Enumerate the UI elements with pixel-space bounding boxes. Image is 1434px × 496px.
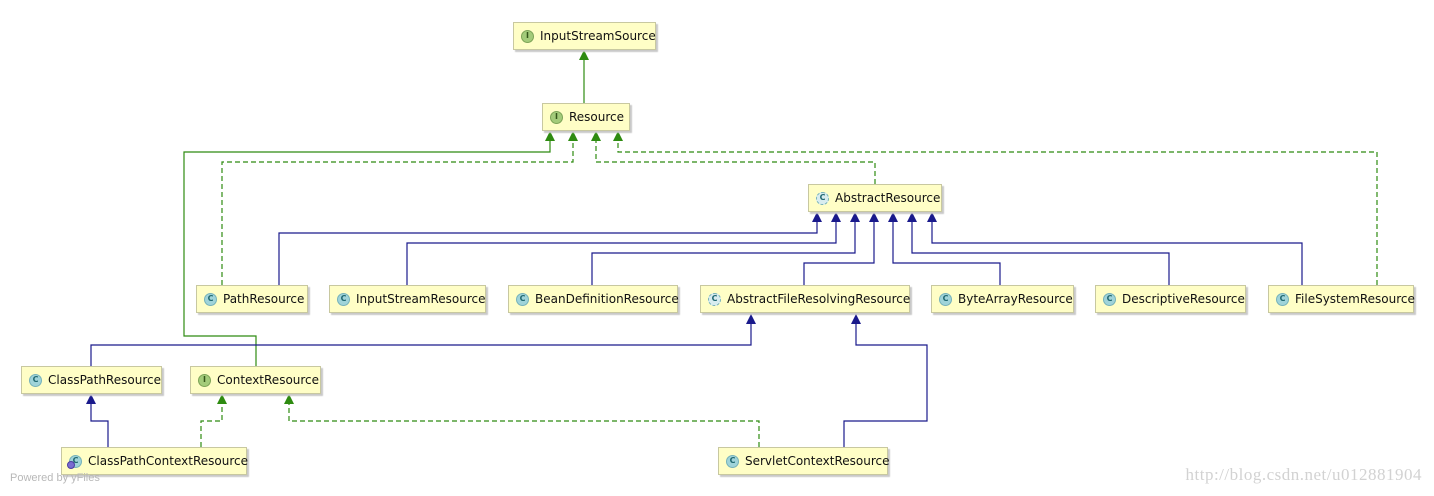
node-bytearrayresource[interactable]: C ByteArrayResource [931,285,1074,313]
edge-servletcontextresource-abstractfileresolvingresource [843,314,928,447]
class-icon: C [939,292,952,306]
node-resource[interactable]: I Resource [542,103,630,131]
interface-icon: I [521,29,534,43]
node-classpathresource[interactable]: C ClassPathResource [21,366,162,394]
node-label: DescriptiveResource [1122,292,1245,306]
node-servletcontextresource[interactable]: C ServletContextResource [718,447,890,475]
node-label: ClassPathContextResource [88,454,248,468]
node-label: InputStreamSource [540,29,656,43]
node-inputstreamresource[interactable]: C InputStreamResource [329,285,486,313]
class-icon: C [1103,292,1116,306]
class-icon: C [204,292,217,306]
edge-classpathcontextresource-contextresource [200,394,227,447]
class-icon: C [1276,292,1289,306]
node-descriptiveresource[interactable]: C DescriptiveResource [1095,285,1246,313]
edge-descriptiveresource-abstractresource [907,212,1170,285]
node-beandefinitionresource[interactable]: C BeanDefinitionResource [508,285,679,313]
powered-by-footer: Powered by yFiles [10,472,100,484]
edge-abstractfileresolvingresource-abstractresource [803,212,879,285]
edge-classpathcontextresource-classpathresource [86,394,109,447]
edge-bytearrayresource-abstractresource [888,212,1001,285]
interface-icon: I [550,110,563,124]
node-label: BeanDefinitionResource [535,292,679,306]
class-icon: C [516,292,529,306]
class-icon: C [29,373,42,387]
inner-class-icon: C [67,454,82,469]
edge-classpathresource-abstractfileresolvingresource [90,314,756,366]
class-icon: C [726,454,739,468]
node-label: AbstractFileResolvingResource [727,292,911,306]
interface-icon: I [198,373,211,387]
node-abstractfileresolvingresource[interactable]: C AbstractFileResolvingResource [700,285,910,313]
edge-pathresource-abstractresource [278,212,822,285]
node-classpathcontextresource[interactable]: C ClassPathContextResource [61,447,248,475]
node-label: ByteArrayResource [958,292,1073,306]
node-label: InputStreamResource [356,292,486,306]
edge-servletcontextresource-contextresource [284,394,760,447]
class-icon: C [337,292,350,306]
node-label: FileSystemResource [1295,292,1415,306]
abstract-class-icon: C [816,191,829,205]
edge-inputstreamresource-abstractresource [406,212,841,285]
node-label: Resource [569,110,625,124]
node-label: ContextResource [217,373,320,387]
node-abstractresource[interactable]: C AbstractResource [808,184,942,212]
edge-beandefinitionresource-abstractresource [591,212,860,285]
node-filesystemresource[interactable]: C FileSystemResource [1268,285,1415,313]
abstract-class-icon: C [708,292,721,306]
node-label: ClassPathResource [48,373,161,387]
node-inputstreamsource[interactable]: I InputStreamSource [513,22,656,50]
edge-filesystemresource-resource [613,131,1378,285]
node-label: AbstractResource [835,191,941,205]
node-contextresource[interactable]: I ContextResource [190,366,321,394]
edge-contextresource-resource [183,131,555,366]
node-pathresource[interactable]: C PathResource [196,285,308,313]
edge-filesystemresource-abstractresource [927,212,1303,285]
node-label: ServletContextResource [745,454,890,468]
blog-watermark: http://blog.csdn.net/u012881904 [1185,465,1422,484]
edge-pathresource-resource [221,131,578,285]
edge-abstractresource-resource [591,131,876,184]
node-label: PathResource [223,292,305,306]
